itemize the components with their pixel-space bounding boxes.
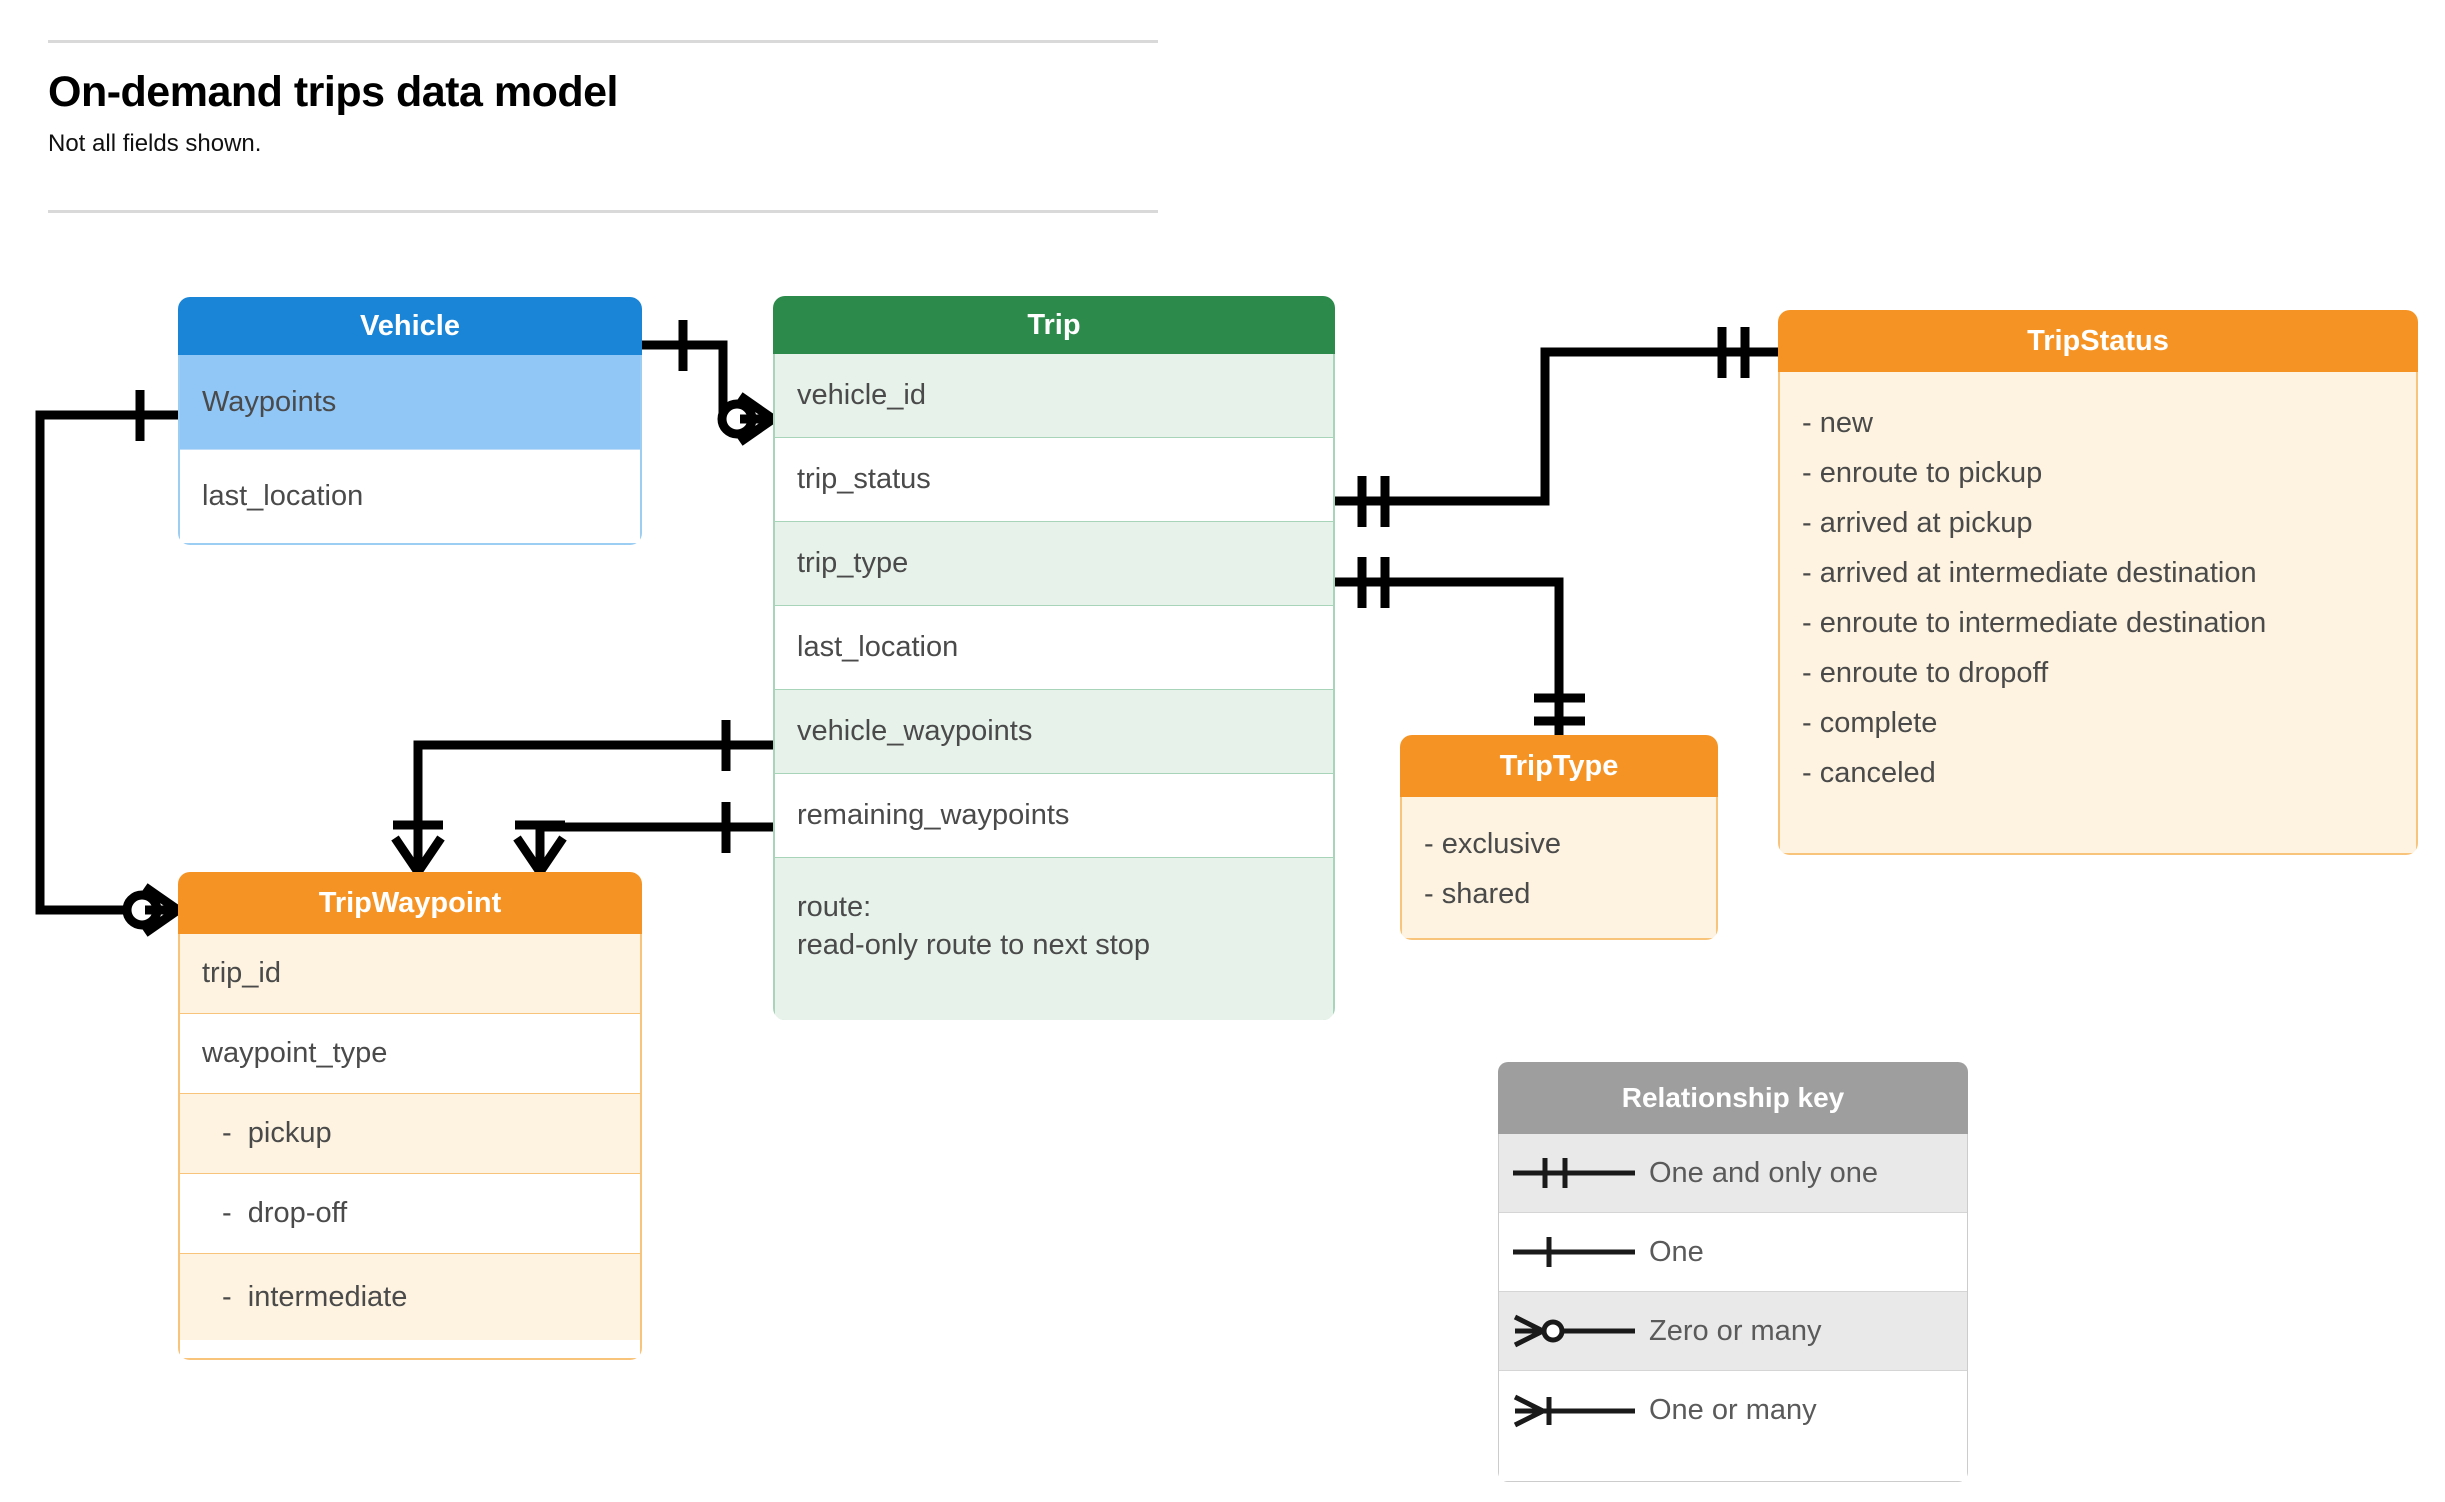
entity-trip[interactable]: Trip vehicle_id trip_status trip_type la… [773, 296, 1335, 1020]
enum-waypoint-type-intermediate: - intermediate [180, 1254, 640, 1340]
enum-trip-type-exclusive: - exclusive [1424, 828, 1561, 860]
field-trip-route[interactable]: route: read-only route to next stop [775, 858, 1333, 1020]
relationship-key-rows: One and only one One [1498, 1134, 1968, 1482]
field-trip-trip-type[interactable]: trip_type [775, 522, 1333, 606]
enum-trip-status-canceled: - canceled [1802, 757, 1936, 789]
one-or-many-icon [1499, 1391, 1649, 1431]
entity-trip-type[interactable]: TripType - exclusive - shared [1400, 735, 1718, 940]
legend-row-zero-or-many: Zero or many [1499, 1292, 1967, 1371]
legend-label-zero-or-many: Zero or many [1649, 1314, 1822, 1347]
marker-crowsfoot-rw [513, 835, 567, 875]
enum-trip-status-arrived-at-intermediate-destination: - arrived at intermediate destination [1802, 557, 2257, 589]
field-trip-last-location[interactable]: last_location [775, 606, 1333, 690]
field-trip-vehicle-id[interactable]: vehicle_id [775, 354, 1333, 438]
entity-trip-waypoint[interactable]: TripWaypoint trip_id waypoint_type - pic… [178, 872, 642, 1360]
field-trip-waypoint-waypoint-type[interactable]: waypoint_type [180, 1014, 640, 1094]
enum-trip-type-shared: - shared [1424, 878, 1531, 910]
entity-trip-status[interactable]: TripStatus - new - enroute to pickup - a… [1778, 310, 2418, 855]
zero-or-many-icon [1499, 1311, 1649, 1351]
field-trip-remaining-waypoints[interactable]: remaining_waypoints [775, 774, 1333, 858]
one-and-only-one-icon [1499, 1153, 1649, 1193]
enum-trip-status-enroute-to-pickup: - enroute to pickup [1802, 457, 2043, 489]
legend-label-one: One [1649, 1235, 1704, 1268]
connector-trip-to-triptype [1335, 577, 1564, 735]
marker-crowsfoot-trip-vehicleid [737, 392, 776, 446]
marker-zero-circle-trip-vehicleid [717, 399, 757, 439]
entity-trip-title: Trip [773, 296, 1335, 354]
header-divider-bottom [48, 210, 1158, 213]
field-vehicle-waypoints[interactable]: Waypoints [180, 355, 640, 449]
page-title: On-demand trips data model [48, 68, 618, 116]
field-trip-waypoint-trip-id[interactable]: trip_id [180, 934, 640, 1014]
entity-vehicle-fields: Waypoints last_location [178, 355, 642, 545]
enum-waypoint-type-drop-off: - drop-off [180, 1174, 640, 1254]
enum-trip-status-arrived-at-pickup: - arrived at pickup [1802, 507, 2033, 539]
marker-zero-circle-tripwaypoint [122, 890, 162, 930]
legend-row-one: One [1499, 1213, 1967, 1292]
connector-vehicle-waypoints-to-tripwaypoint [413, 740, 773, 872]
connector-vehicle-to-trip [642, 340, 773, 424]
field-vehicle-last-location[interactable]: last_location [180, 449, 640, 543]
field-trip-trip-status[interactable]: trip_status [775, 438, 1333, 522]
enum-waypoint-type-pickup: - pickup [180, 1094, 640, 1174]
entity-trip-fields: vehicle_id trip_status trip_type last_lo… [773, 354, 1335, 1020]
relationship-key-title: Relationship key [1498, 1062, 1968, 1134]
marker-crowsfoot-tripwaypoint-left [142, 883, 181, 937]
enum-trip-status-enroute-to-intermediate-destination: - enroute to intermediate destination [1802, 607, 2267, 639]
enum-trip-status-complete: - complete [1802, 707, 1938, 739]
page-subtitle: Not all fields shown. [48, 130, 262, 157]
legend-row-one-or-many: One or many [1499, 1371, 1967, 1450]
one-icon [1499, 1232, 1649, 1272]
relationship-key-legend: Relationship key One and only one [1498, 1062, 1968, 1482]
entity-trip-status-values: - new - enroute to pickup - arrived at p… [1778, 372, 2418, 855]
legend-row-one-and-only-one: One and only one [1499, 1134, 1967, 1213]
entity-trip-status-title: TripStatus [1778, 310, 2418, 372]
marker-crowsfoot-vw [391, 835, 445, 875]
field-trip-vehicle-waypoints[interactable]: vehicle_waypoints [775, 690, 1333, 774]
connector-vehicle-waypoints-field-to-tripwaypoint [35, 410, 178, 915]
entity-vehicle-title: Vehicle [178, 297, 642, 355]
enum-trip-status-new: - new [1802, 407, 1873, 439]
legend-label-one-or-many: One or many [1649, 1394, 1817, 1426]
legend-label-one-and-only-one: One and only one [1649, 1156, 1878, 1189]
entity-trip-type-title: TripType [1400, 735, 1718, 797]
entity-trip-waypoint-fields: trip_id waypoint_type - pickup - drop-of… [178, 934, 642, 1360]
connector-trip-to-tripstatus [1335, 347, 1778, 506]
enum-trip-status-enroute-to-dropoff: - enroute to dropoff [1802, 657, 2049, 689]
connector-remaining-waypoints-to-tripwaypoint [535, 822, 773, 872]
entity-trip-type-values: - exclusive - shared [1400, 797, 1718, 940]
entity-trip-waypoint-title: TripWaypoint [178, 872, 642, 934]
header-divider-top [48, 40, 1158, 43]
entity-vehicle[interactable]: Vehicle Waypoints last_location [178, 297, 642, 545]
